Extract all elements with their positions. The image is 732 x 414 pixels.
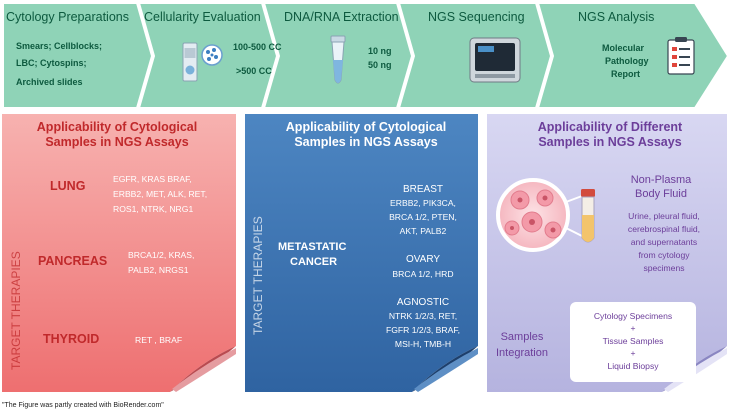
workflow-step-5-chevron — [536, 2, 730, 109]
step-1-line-3: Archived slides — [16, 77, 83, 87]
cytological-panel-red: Applicability of Cytological Samples in … — [2, 114, 236, 392]
fluid-desc-line-5: specimens — [643, 263, 684, 273]
step-5-title: NGS Analysis — [578, 10, 654, 24]
blue-panel-side-label: TARGET THERAPIES — [251, 216, 265, 335]
red-panel-title-line-2: Samples in NGS Assays — [45, 135, 188, 149]
step-4-title: NGS Sequencing — [428, 10, 525, 24]
footnote: "The Figure was partly created with BioR… — [2, 402, 164, 409]
red-group-pancreas-genes-2: PALB2, NRGS1 — [128, 265, 189, 275]
microscope-slide-icon — [182, 42, 198, 82]
workflow-step-1-chevron — [2, 1, 154, 109]
integration-item-1: Cytology Specimens — [594, 311, 672, 321]
blue-group-agnostic-genes-2: FGFR 1/2/3, BRAF, — [386, 325, 460, 335]
blue-group-breast-genes-1: ERBB2, PIK3CA, — [390, 198, 456, 208]
blue-group-breast-genes-3: AKT, PALB2 — [400, 226, 447, 236]
blue-group-ovary-genes-1: BRCA 1/2, HRD — [392, 269, 453, 279]
blue-group-agnostic-genes-3: MSI-H, TMB-H — [395, 339, 451, 349]
integration-label-line-2: Integration — [496, 347, 548, 359]
fluid-desc-line-2: cerebrospinal fluid, — [628, 224, 700, 234]
step-2-title: Cellularity Evaluation — [144, 10, 261, 24]
blue-category-line-2: CANCER — [290, 256, 337, 268]
red-group-pancreas-genes-1: BRCA1/2, KRAS, — [128, 250, 194, 260]
fluid-tube-icon — [581, 189, 595, 243]
red-panel-title-line-1: Applicability of Cytological — [37, 120, 197, 134]
blue-group-agnostic-genes-1: NTRK 1/2/3, RET, — [389, 311, 457, 321]
workflow-banner: Cytology Preparations Cellularity Evalua… — [2, 1, 730, 109]
step-1-line-1: Smears; Cellblocks; — [16, 41, 102, 51]
blue-group-breast-name: BREAST — [403, 184, 443, 195]
blue-category-line-1: METASTATIC — [278, 241, 346, 253]
test-tube-icon — [330, 35, 346, 84]
red-group-lung-genes-1: EGFR, KRAS BRAF, — [113, 174, 192, 184]
report-clipboard-icon — [667, 37, 695, 75]
blue-panel-title-line-1: Applicability of Cytological — [286, 120, 446, 134]
blue-group-agnostic-name: AGNOSTIC — [397, 297, 449, 308]
blue-panel-card — [245, 114, 478, 392]
red-group-thyroid-genes-1: RET , BRAF — [135, 335, 182, 345]
red-group-lung-name: LUNG — [50, 179, 85, 193]
red-group-lung-genes-3: ROS1, NTRK, NRG1 — [113, 204, 193, 214]
fluid-desc-line-3: and supernatants — [631, 237, 697, 247]
different-samples-panel-purple: Applicability of Different Samples in NG… — [487, 114, 727, 392]
step-2-line-1: 100-500 CC — [233, 42, 282, 52]
red-panel-side-label: TARGET THERAPIES — [9, 251, 23, 370]
red-panel-card — [2, 114, 236, 392]
step-1-line-2: LBC; Cytospins; — [16, 58, 87, 68]
step-5-line-3: Report — [611, 69, 640, 79]
purple-panel-title-line-2: Samples in NGS Assays — [538, 135, 681, 149]
step-5-line-2: Pathology — [605, 56, 649, 66]
fluid-title-line-1: Non-Plasma — [631, 174, 692, 186]
integration-box — [570, 302, 696, 382]
fluid-title-line-2: Body Fluid — [635, 188, 687, 200]
integration-plus-2: + — [630, 348, 635, 358]
integration-item-3: Liquid Biopsy — [607, 361, 659, 371]
integration-label-line-1: Samples — [501, 331, 544, 343]
blue-group-breast-genes-2: BRCA 1/2, PTEN, — [389, 212, 457, 222]
step-5-line-1: Molecular — [602, 43, 645, 53]
red-group-lung-genes-2: ERBB2, MET, ALK, RET, — [113, 189, 207, 199]
blue-panel-title-line-2: Samples in NGS Assays — [294, 135, 437, 149]
sequencer-icon — [469, 37, 521, 83]
red-group-thyroid-name: THYROID — [43, 332, 99, 346]
blue-group-ovary-name: OVARY — [406, 254, 440, 265]
cytological-panel-blue: Applicability of Cytological Samples in … — [245, 114, 478, 392]
cell-tissue-illustration — [496, 178, 583, 252]
red-group-pancreas-name: PANCREAS — [38, 254, 107, 268]
integration-item-2: Tissue Samples — [603, 336, 664, 346]
purple-panel-title-line-1: Applicability of Different — [538, 120, 683, 134]
fluid-desc-line-1: Urine, pleural fluid, — [628, 211, 700, 221]
step-3-line-2: 50 ng — [368, 60, 392, 70]
step-3-title: DNA/RNA Extraction — [284, 10, 399, 24]
step-2-line-2: >500 CC — [236, 66, 272, 76]
fluid-desc-line-4: from cytology — [638, 250, 690, 260]
step-1-title: Cytology Preparations — [6, 10, 129, 24]
cells-icon — [201, 44, 223, 66]
step-3-line-1: 10 ng — [368, 46, 392, 56]
integration-plus-1: + — [630, 323, 635, 333]
